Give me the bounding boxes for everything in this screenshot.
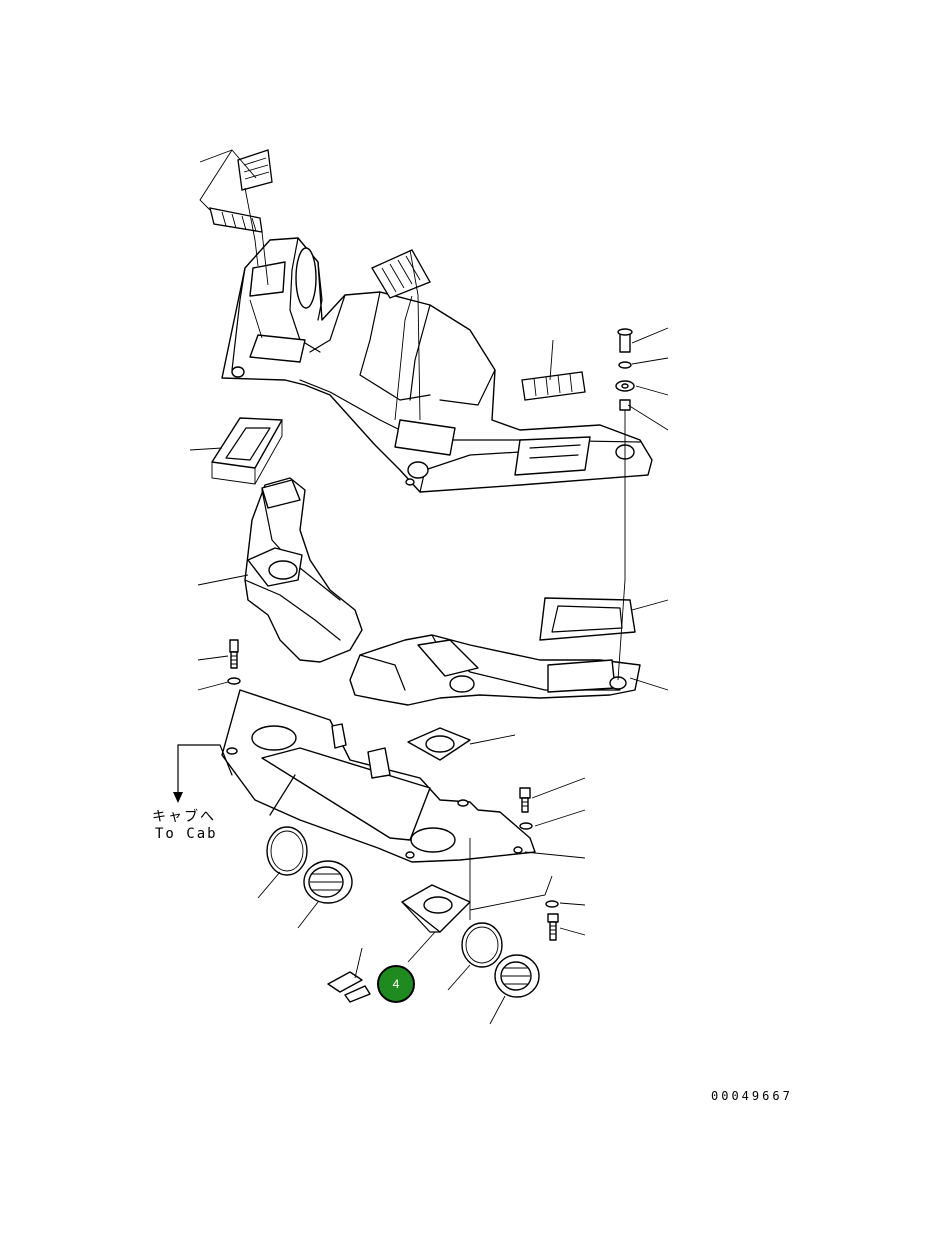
vent-grill-right bbox=[521, 371, 586, 401]
washer-right bbox=[519, 822, 533, 830]
vent-grill-center bbox=[371, 249, 431, 299]
bolt-right-upper bbox=[519, 787, 531, 813]
filter-frame-left bbox=[211, 417, 283, 485]
part-callout-4[interactable]: 4 bbox=[377, 965, 415, 1003]
part-callout-number: 4 bbox=[392, 977, 400, 991]
rear-duct bbox=[349, 634, 641, 706]
direction-label-en: To Cab bbox=[155, 826, 218, 842]
to-cab-arrow bbox=[173, 744, 233, 803]
washer-left bbox=[227, 677, 241, 685]
middle-duct bbox=[244, 477, 363, 663]
washer-lower bbox=[545, 900, 559, 908]
direction-label-jp: キャブへ bbox=[152, 809, 216, 825]
clip-tag bbox=[327, 971, 371, 1003]
o-ring-right bbox=[461, 922, 503, 968]
louvre-left bbox=[303, 860, 353, 904]
duct-adapter bbox=[401, 884, 471, 933]
bolt-right-lower bbox=[547, 913, 559, 941]
filter-frame-right bbox=[539, 597, 636, 641]
vent-grill-upper-2 bbox=[209, 207, 263, 233]
base-plate bbox=[221, 689, 536, 863]
gasket-plate bbox=[407, 727, 471, 761]
drawing-number: 00049667 bbox=[711, 1089, 793, 1103]
leader-lines bbox=[189, 149, 669, 1025]
screw-stack bbox=[615, 328, 635, 411]
vent-grill-upper-1 bbox=[237, 149, 273, 191]
upper-duct bbox=[221, 237, 653, 493]
o-ring-left bbox=[266, 826, 308, 876]
bolt-left bbox=[229, 639, 239, 669]
louvre-right bbox=[494, 954, 540, 998]
